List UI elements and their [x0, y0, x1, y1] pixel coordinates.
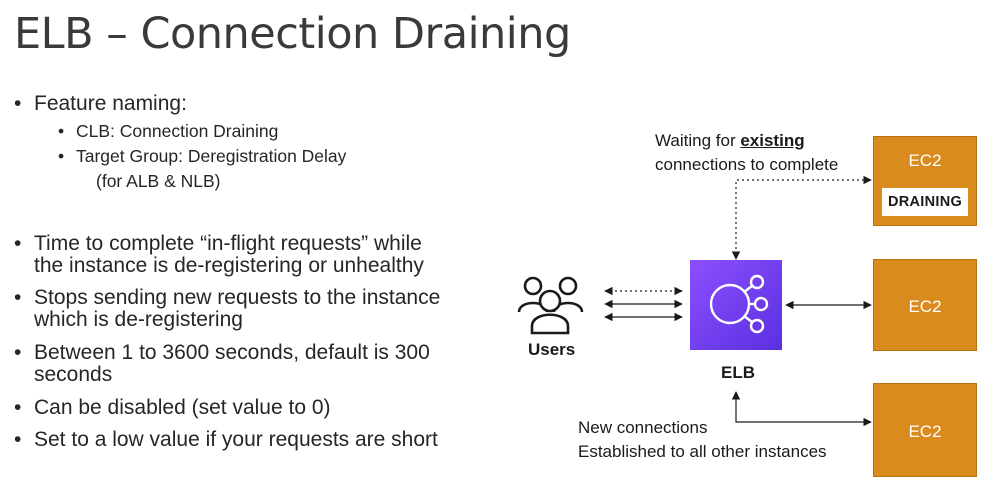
- bullet-dot: •: [58, 146, 65, 166]
- draining-badge: DRAINING: [882, 188, 968, 216]
- elb-label: ELB: [721, 363, 755, 382]
- waiting-caption-line1: Waiting for existing: [655, 131, 805, 150]
- bullet-dot: •: [14, 341, 22, 364]
- ec2-instance-draining: EC2 DRAINING: [873, 136, 977, 226]
- ec2-label: EC2: [908, 422, 942, 441]
- bullet-dot: •: [14, 92, 22, 115]
- users-label: Users: [528, 340, 576, 359]
- elb-box: [690, 260, 782, 350]
- ec2-instance-2: EC2: [873, 259, 977, 351]
- bullet-between-cont: seconds: [34, 363, 113, 386]
- new-connections-line2: Established to all other instances: [578, 442, 827, 461]
- bullet-dot: •: [14, 396, 22, 419]
- draining-connector: [731, 175, 872, 260]
- existing-emphasis: existing: [740, 131, 805, 150]
- page-title: ELB – Connection Draining: [14, 9, 571, 59]
- ec2-label: EC2: [908, 297, 942, 316]
- users-icon: [517, 276, 584, 335]
- ec2-label: EC2: [908, 151, 942, 170]
- sub-bullet-alb-nlb: (for ALB & NLB): [96, 171, 221, 191]
- bullet-dot: •: [58, 121, 65, 141]
- elb-icon: [709, 274, 769, 334]
- bullet-dot: •: [14, 232, 22, 255]
- waiting-caption-line2: connections to complete: [655, 155, 839, 174]
- bullet-stops-sending-cont: which is de-registering: [34, 308, 243, 331]
- new-connections-line1: New connections: [578, 418, 708, 437]
- elb-bottom-ec2-connector: [731, 391, 872, 427]
- bullet-dot: •: [14, 428, 22, 451]
- ec2-instance-3: EC2: [873, 383, 977, 477]
- bullet-time-to-complete-cont: the instance is de-registering or unheal…: [34, 254, 424, 277]
- bullet-dot: •: [14, 286, 22, 309]
